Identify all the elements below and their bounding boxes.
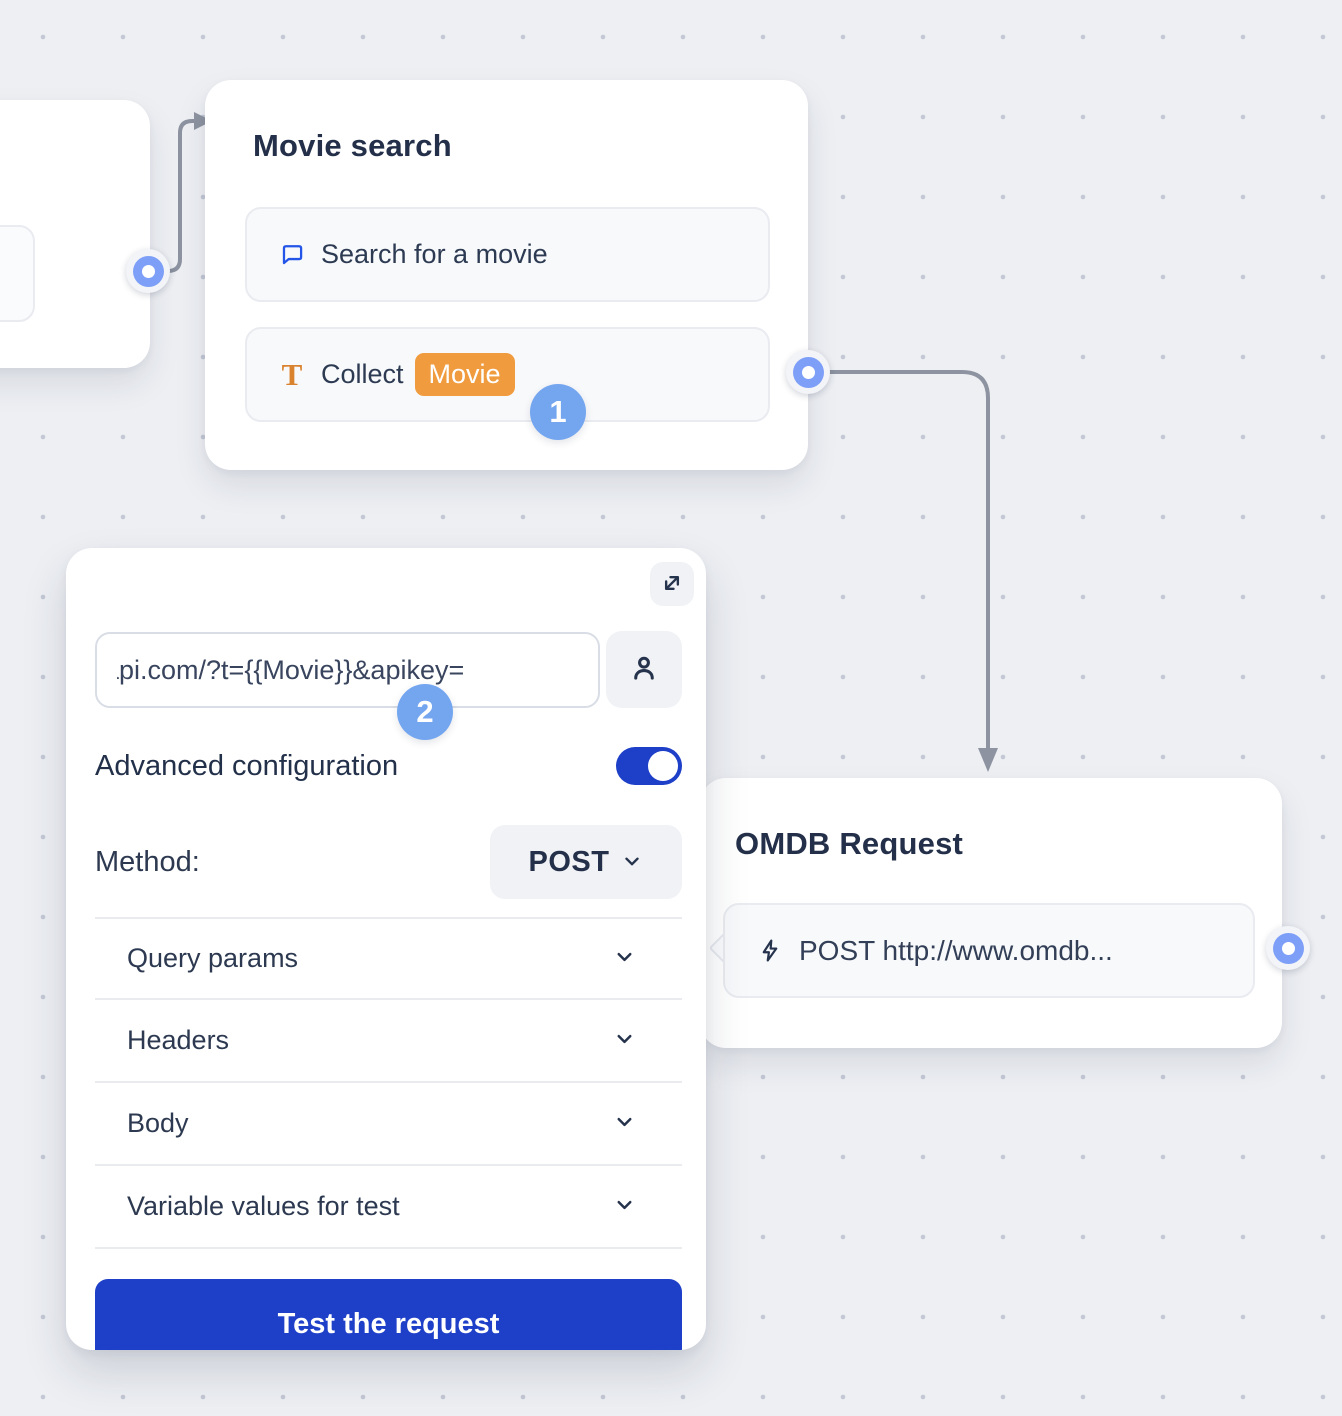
section-variable-values-for-test[interactable]: Variable values for test [95, 1166, 682, 1249]
insert-variable-button[interactable] [606, 631, 682, 708]
webhook-config-panel: Advanced configuration Method: POST Quer… [66, 548, 706, 1350]
step-2-badge: 2 [397, 684, 453, 740]
partial-node-card[interactable] [0, 100, 150, 368]
port-core [141, 264, 155, 278]
port-core [1281, 941, 1295, 955]
partial-node-item[interactable] [0, 225, 35, 322]
chevron-down-icon [613, 1027, 636, 1055]
chevron-down-icon [613, 945, 636, 973]
section-label: Variable values for test [127, 1191, 400, 1221]
connection-port-output-omdb-request[interactable] [1266, 926, 1310, 970]
connector-left-to-movie-search [160, 119, 198, 273]
port-ring [792, 356, 824, 388]
advanced-configuration-row: Advanced configuration [95, 744, 682, 788]
chevron-down-icon [613, 1193, 636, 1221]
expand-icon [659, 570, 685, 599]
connection-port-output-movie-search[interactable] [786, 350, 830, 394]
port-ring [132, 255, 164, 287]
section-body[interactable]: Body [95, 1083, 682, 1166]
section-label: Body [127, 1108, 189, 1138]
webhook-block-post-omdb[interactable]: POST http://www.omdb... [723, 903, 1255, 998]
method-label: Method: [95, 845, 200, 878]
section-headers[interactable]: Headers [95, 1000, 682, 1083]
connector-movie-search-to-omdb [824, 370, 990, 750]
node-title: OMDB Request [735, 826, 964, 861]
request-url-input[interactable] [95, 632, 600, 708]
toggle-knob [648, 751, 678, 781]
chat-bubble-icon [279, 242, 305, 268]
person-icon [628, 652, 660, 687]
connector-arrowhead-down [978, 748, 998, 772]
movie-search-node[interactable]: Movie search Search for a movie T Collec… [205, 80, 808, 470]
method-value: POST [528, 845, 610, 878]
expand-button[interactable] [650, 562, 694, 606]
collapsible-sections: Query params Headers Body Variable value… [95, 917, 682, 1249]
section-query-params[interactable]: Query params [95, 917, 682, 1000]
chevron-down-icon [621, 850, 643, 875]
advanced-configuration-toggle[interactable] [616, 747, 682, 785]
test-the-request-button[interactable]: Test the request [95, 1279, 682, 1350]
method-row: Method: POST [95, 825, 682, 899]
node-title: Movie search [253, 128, 452, 163]
port-core [801, 365, 815, 379]
lightning-icon [757, 938, 783, 964]
step-1-badge: 1 [530, 384, 586, 440]
connection-port-output-left-node[interactable] [126, 249, 170, 293]
block-label: Search for a movie [321, 239, 548, 269]
advanced-configuration-label: Advanced configuration [95, 749, 399, 782]
block-label: POST http://www.omdb... [799, 934, 1113, 966]
omdb-request-node[interactable]: OMDB Request POST http://www.omdb... [700, 778, 1282, 1048]
connector-arrowhead-right [194, 112, 212, 130]
block-label: Collect [321, 359, 404, 389]
section-label: Query params [127, 943, 299, 973]
section-label: Headers [127, 1025, 230, 1055]
variable-badge: Movie [414, 353, 515, 396]
port-ring [1272, 932, 1304, 964]
method-select[interactable]: POST [490, 825, 682, 899]
message-block-search-for-a-movie[interactable]: Search for a movie [245, 207, 770, 302]
text-input-icon: T [281, 356, 303, 392]
chevron-down-icon [613, 1110, 636, 1138]
collect-variable-block[interactable]: T Collect Movie [245, 327, 770, 422]
